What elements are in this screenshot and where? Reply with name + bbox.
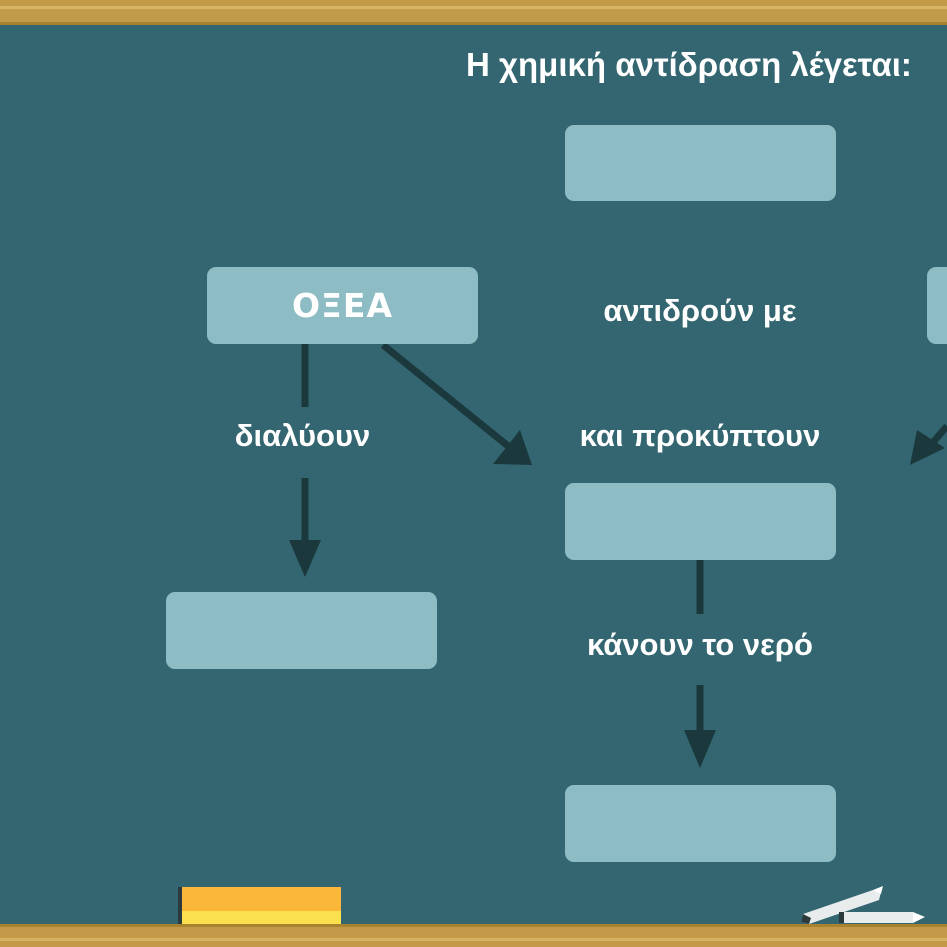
label-make-water: κάνουν το νερό — [587, 627, 813, 662]
answer-box-right[interactable] — [927, 267, 947, 344]
label-react-with: αντιδρούν με — [603, 293, 797, 328]
answer-box-middle-center[interactable] — [565, 483, 836, 560]
label-dissolve: διαλύουν — [234, 418, 371, 453]
label-and-produce: και προκύπτουν — [579, 418, 821, 453]
chalk-icon — [801, 886, 925, 924]
acids-box: ΟΞΕΑ — [207, 267, 478, 344]
arrowhead-diagonal-right — [910, 430, 945, 465]
arrowhead-center-down — [684, 730, 716, 768]
arrowhead-left-down — [289, 540, 321, 577]
question-title: Η χημική αντίδραση λέγεται: — [466, 46, 912, 83]
answer-box-bottom-center[interactable] — [565, 785, 836, 862]
connector-diagonal-left — [380, 342, 511, 449]
answer-box-bottom-left[interactable] — [166, 592, 437, 669]
board-frame-top — [0, 0, 947, 25]
arrowhead-diagonal-left — [493, 430, 532, 465]
board-frame-bottom — [0, 924, 947, 947]
answer-box-top-center[interactable] — [565, 125, 836, 201]
eraser-icon — [178, 887, 341, 927]
